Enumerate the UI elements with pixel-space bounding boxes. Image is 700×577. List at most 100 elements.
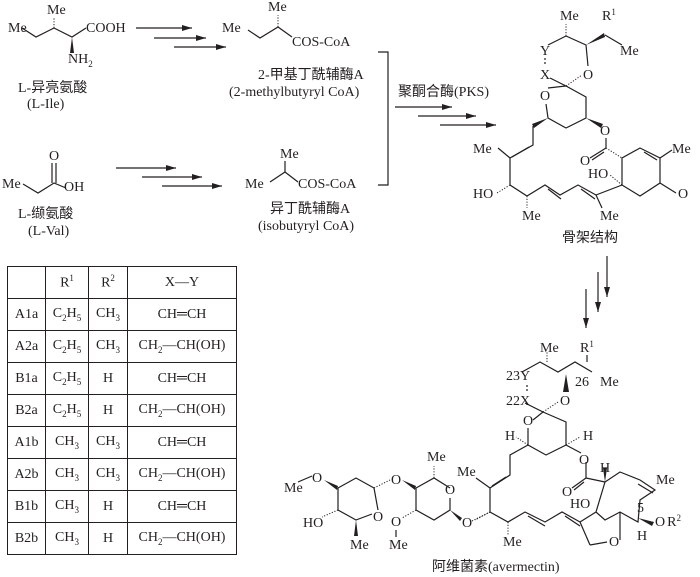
wedge-bond	[402, 480, 416, 490]
atom-h: H	[505, 429, 515, 444]
atom-o: O	[562, 485, 572, 500]
hash-bond	[565, 436, 581, 446]
cell-xy: CH2—CH(OH)	[127, 458, 237, 491]
cell-r1: C2H5	[45, 394, 89, 427]
l-valine-structure: Me O OH L-缬氨酸 (L-Val)	[2, 149, 84, 239]
atom-me: Me	[350, 538, 369, 553]
wedge-bond	[638, 518, 654, 526]
bond	[637, 483, 654, 494]
bond	[22, 182, 67, 194]
atom-o: O	[609, 535, 619, 550]
bond	[571, 477, 587, 489]
wedge-bond	[450, 510, 462, 521]
atom-o: O	[462, 516, 472, 531]
atom-me: Me	[473, 142, 492, 157]
wedge-bond	[586, 33, 605, 45]
bond	[269, 171, 299, 183]
cell-r1: C2H5	[45, 330, 89, 363]
bond	[297, 475, 313, 483]
atom-me: Me	[8, 21, 27, 36]
cell-r2: CH3	[88, 458, 128, 491]
atom-o: O	[312, 471, 322, 486]
atom-o: O	[579, 453, 589, 468]
atom-o: O	[523, 414, 533, 429]
bond	[573, 481, 585, 491]
cell-r2: CH3	[88, 298, 128, 331]
cell-r2: H	[88, 490, 128, 523]
table-header-row: R1 R2 X—Y	[7, 266, 237, 299]
cell-compound-name: B2b	[7, 522, 46, 555]
table-header-xy: X—Y	[127, 266, 237, 299]
bond	[585, 477, 606, 483]
cell-xy: CH2—CH(OH)	[127, 522, 237, 555]
wedge-bond	[586, 118, 603, 128]
starter-name-en: (isobutyryl CoA)	[258, 219, 354, 234]
precursor-name-en: (L-Val)	[28, 224, 70, 239]
wedge-bond	[324, 480, 338, 490]
cell-r2: CH3	[88, 330, 128, 363]
atom-me: Me	[284, 481, 303, 496]
bond	[659, 149, 673, 159]
atom-c26: 26	[575, 375, 589, 390]
hash-bond	[373, 479, 391, 489]
atom-oh: OH	[64, 180, 84, 195]
bond	[643, 151, 658, 161]
atom-me: Me	[280, 147, 299, 162]
atom-22x: 22X	[506, 394, 530, 409]
atom-nh2: NH2	[68, 52, 93, 69]
cell-compound-name: A1b	[7, 426, 46, 459]
atom-o: O	[391, 515, 401, 530]
bond	[579, 521, 591, 546]
cell-compound-name: A1a	[7, 298, 46, 331]
cell-r1: CH3	[45, 522, 89, 555]
cell-compound-name: A2b	[7, 458, 46, 491]
atom-h: H	[637, 529, 647, 544]
bond	[580, 188, 596, 200]
atom-cos-coa: COS-CoA	[292, 35, 351, 50]
atom-me: Me	[2, 177, 21, 192]
atom-me: Me	[427, 450, 446, 465]
cell-r2: CH3	[88, 426, 128, 459]
bond	[489, 444, 581, 523]
bond	[491, 476, 507, 487]
bond	[521, 361, 593, 373]
starter-name-cn: 异丁酰辅酶A	[270, 201, 351, 217]
atom-c5: 5	[637, 501, 644, 516]
cell-xy: CH2—CH(OH)	[127, 394, 237, 427]
bond	[547, 35, 589, 67]
hash-bond	[565, 74, 583, 87]
cell-xy: CH═CH	[127, 298, 237, 331]
cell-r2: H	[88, 522, 128, 555]
hash-bond	[515, 436, 529, 446]
bond	[547, 77, 569, 89]
wedge-bond	[563, 374, 569, 392]
wedge-bond	[532, 118, 548, 128]
atom-r1: R1	[580, 339, 594, 356]
bond	[337, 477, 379, 521]
hash-bond	[321, 509, 339, 518]
bond	[475, 477, 491, 489]
atom-23y: 23Y	[506, 369, 530, 384]
atom-y: Y	[540, 44, 550, 59]
atom-me: Me	[47, 3, 66, 18]
atom-me: Me	[540, 341, 559, 356]
atom-me: Me	[600, 375, 619, 390]
hash-bond	[542, 401, 559, 413]
wedge-bond	[70, 37, 74, 53]
bond	[595, 147, 661, 197]
multistep-arrows	[116, 165, 222, 189]
atom-x: X	[540, 68, 550, 83]
cell-compound-name: B1a	[7, 362, 46, 395]
bond	[604, 34, 623, 46]
convergence-bracket	[378, 51, 389, 186]
bond	[545, 85, 587, 129]
bond	[547, 188, 562, 200]
starter-name-cn: 2-甲基丁酰辅酶A	[258, 66, 365, 83]
wedge-bond	[603, 468, 607, 482]
hash-bond	[496, 184, 511, 194]
